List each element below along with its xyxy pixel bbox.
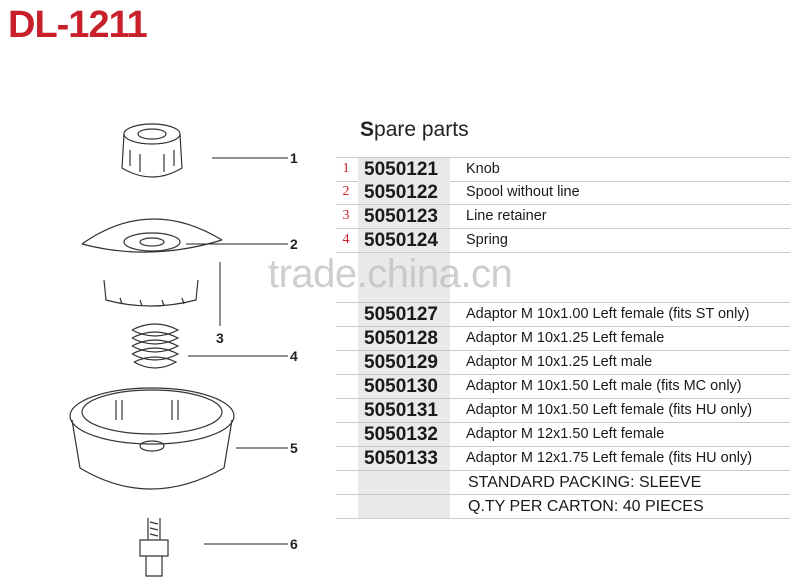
- housing-part-drawing: [69, 387, 235, 490]
- adaptor-description: Adaptor M 10x1.25 Left female: [466, 330, 665, 346]
- adaptor-description: Adaptor M 10x1.50 Left male (fits MC onl…: [466, 378, 742, 394]
- adaptor-code: 5050128: [358, 327, 450, 350]
- adaptor-part-drawing: [139, 518, 169, 577]
- adaptor-code: 5050132: [358, 423, 450, 446]
- part-row: 2 5050122 Spool without line: [336, 181, 790, 205]
- part-code: 5050121: [358, 158, 450, 181]
- adaptor-code: 5050130: [358, 375, 450, 398]
- watermark: trade.china.cn: [268, 252, 513, 296]
- part-description: Line retainer: [466, 208, 547, 224]
- part-index: 4: [342, 232, 350, 247]
- part-index: 3: [342, 208, 350, 223]
- callout-1: 1: [290, 150, 298, 166]
- adaptor-code: 5050133: [358, 447, 450, 470]
- adaptor-description: Adaptor M 10x1.25 Left male: [466, 354, 653, 370]
- part-description: Knob: [466, 161, 500, 177]
- adaptor-row: 5050131 Adaptor M 10x1.50 Left female (f…: [336, 399, 790, 423]
- adaptor-row: 5050132 Adaptor M 12x1.50 Left female: [336, 423, 790, 447]
- callout-3: 3: [216, 330, 224, 346]
- part-row: 1 5050121 Knob: [336, 157, 790, 182]
- adaptor-row: 5050127 Adaptor M 10x1.00 Left female (f…: [336, 303, 790, 327]
- part-row: 3 5050123 Line retainer: [336, 205, 790, 229]
- carton-quantity: Q.TY PER CARTON: 40 PIECES: [468, 498, 704, 515]
- packing-row: STANDARD PACKING: SLEEVE: [336, 471, 790, 495]
- adaptor-row: 5050129 Adaptor M 10x1.25 Left male: [336, 351, 790, 375]
- part-description: Spring: [466, 232, 508, 248]
- code-column-shade: [358, 253, 450, 302]
- adaptor-row: 5050133 Adaptor M 12x1.75 Left female (f…: [336, 447, 790, 471]
- part-description: Spool without line: [466, 184, 580, 200]
- standard-packing: STANDARD PACKING: SLEEVE: [468, 474, 702, 491]
- exploded-parts-diagram: [69, 123, 288, 577]
- adaptor-row: 5050128 Adaptor M 10x1.25 Left female: [336, 327, 790, 351]
- part-index: 1: [342, 161, 350, 176]
- adaptor-code: 5050127: [358, 303, 450, 326]
- callout-4: 4: [290, 348, 298, 364]
- part-row: 4 5050124 Spring: [336, 229, 790, 253]
- part-code: 5050122: [358, 181, 450, 204]
- carton-row: Q.TY PER CARTON: 40 PIECES: [336, 495, 790, 519]
- spare-parts-title-rest: pare parts: [374, 118, 469, 141]
- spare-parts-title: Spare parts: [360, 118, 469, 142]
- adaptor-description: Adaptor M 12x1.75 Left female (fits HU o…: [466, 450, 753, 466]
- part-code: 5050123: [358, 205, 450, 228]
- callout-6: 6: [290, 536, 298, 552]
- part-index: 2: [342, 184, 350, 199]
- spring-part-drawing: [131, 323, 180, 369]
- spare-parts-title-first: S: [360, 118, 375, 141]
- table-gap: [336, 253, 790, 303]
- spool-part-drawing: [81, 218, 223, 307]
- adaptor-code: 5050131: [358, 399, 450, 422]
- knob-part-drawing: [121, 123, 183, 178]
- adaptor-description: Adaptor M 10x1.00 Left female (fits ST o…: [466, 306, 750, 322]
- model-title: DL-1211: [8, 4, 148, 46]
- code-column-shade: [358, 471, 450, 494]
- adaptor-description: Adaptor M 12x1.50 Left female: [466, 426, 665, 442]
- callout-2: 2: [290, 236, 298, 252]
- code-column-shade: [358, 495, 450, 518]
- adaptor-row: 5050130 Adaptor M 10x1.50 Left male (fit…: [336, 375, 790, 399]
- adaptor-description: Adaptor M 10x1.50 Left female (fits HU o…: [466, 402, 753, 418]
- part-code: 5050124: [358, 229, 450, 252]
- callout-5: 5: [290, 440, 298, 456]
- adaptor-code: 5050129: [358, 351, 450, 374]
